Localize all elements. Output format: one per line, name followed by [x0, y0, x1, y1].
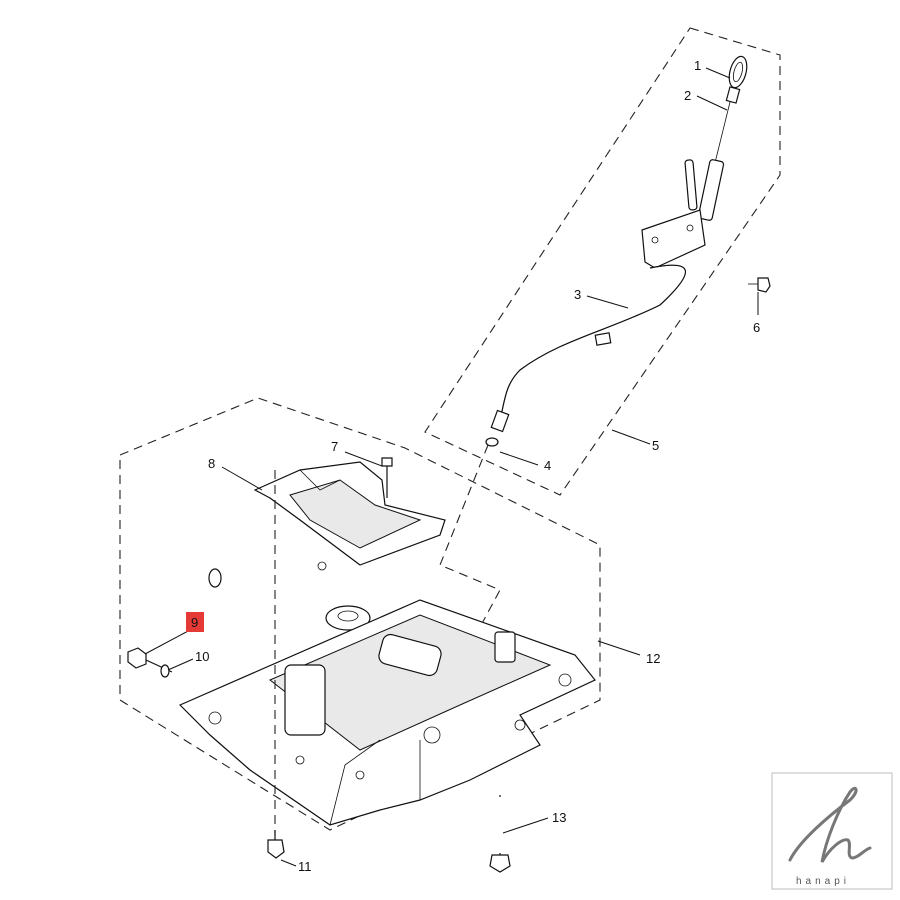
dipstick-handle-icon: [725, 55, 748, 104]
brand-logo: hanapi: [771, 772, 893, 890]
callout-4: 4: [544, 458, 551, 473]
tube-tab: [594, 332, 612, 346]
callout-11: 11: [298, 859, 312, 874]
callout-9-highlight: [186, 612, 204, 632]
brand-wordmark: hanapi: [796, 876, 850, 887]
oil-pickup-tube-icon: [208, 561, 371, 631]
callout-5: 5: [652, 438, 659, 453]
callout-7: 7: [331, 439, 338, 454]
o-ring-icon: [485, 437, 499, 447]
callout-8: 8: [208, 456, 215, 471]
dipstick-group-outline: [424, 27, 781, 496]
divider-line: [429, 444, 501, 721]
signature-icon: [788, 786, 872, 863]
callout-6: 6: [753, 320, 760, 335]
callout-12: 12: [646, 651, 660, 666]
callout-9: 9: [191, 615, 198, 630]
oil-pan-icon: [178, 599, 596, 826]
tube-bracket-icon: [641, 209, 706, 269]
callout-2: 2: [684, 88, 691, 103]
tube-end-fitting: [490, 409, 510, 433]
callout-13: 13: [552, 810, 566, 825]
long-bolt-13-icon: [489, 795, 511, 873]
baffle-bolt-icon: [381, 457, 393, 498]
long-bolt-11-icon: [267, 830, 285, 859]
bracket-bolt-icon: [748, 277, 771, 293]
callout-3: 3: [574, 287, 581, 302]
callout-1: 1: [694, 58, 701, 73]
dipstick-tube: [499, 264, 687, 421]
callout-10: 10: [195, 649, 209, 664]
baffle-plate-icon: [253, 461, 446, 566]
dipstick-tube-upper-icon: [684, 159, 725, 221]
washer-icon: [160, 664, 170, 678]
